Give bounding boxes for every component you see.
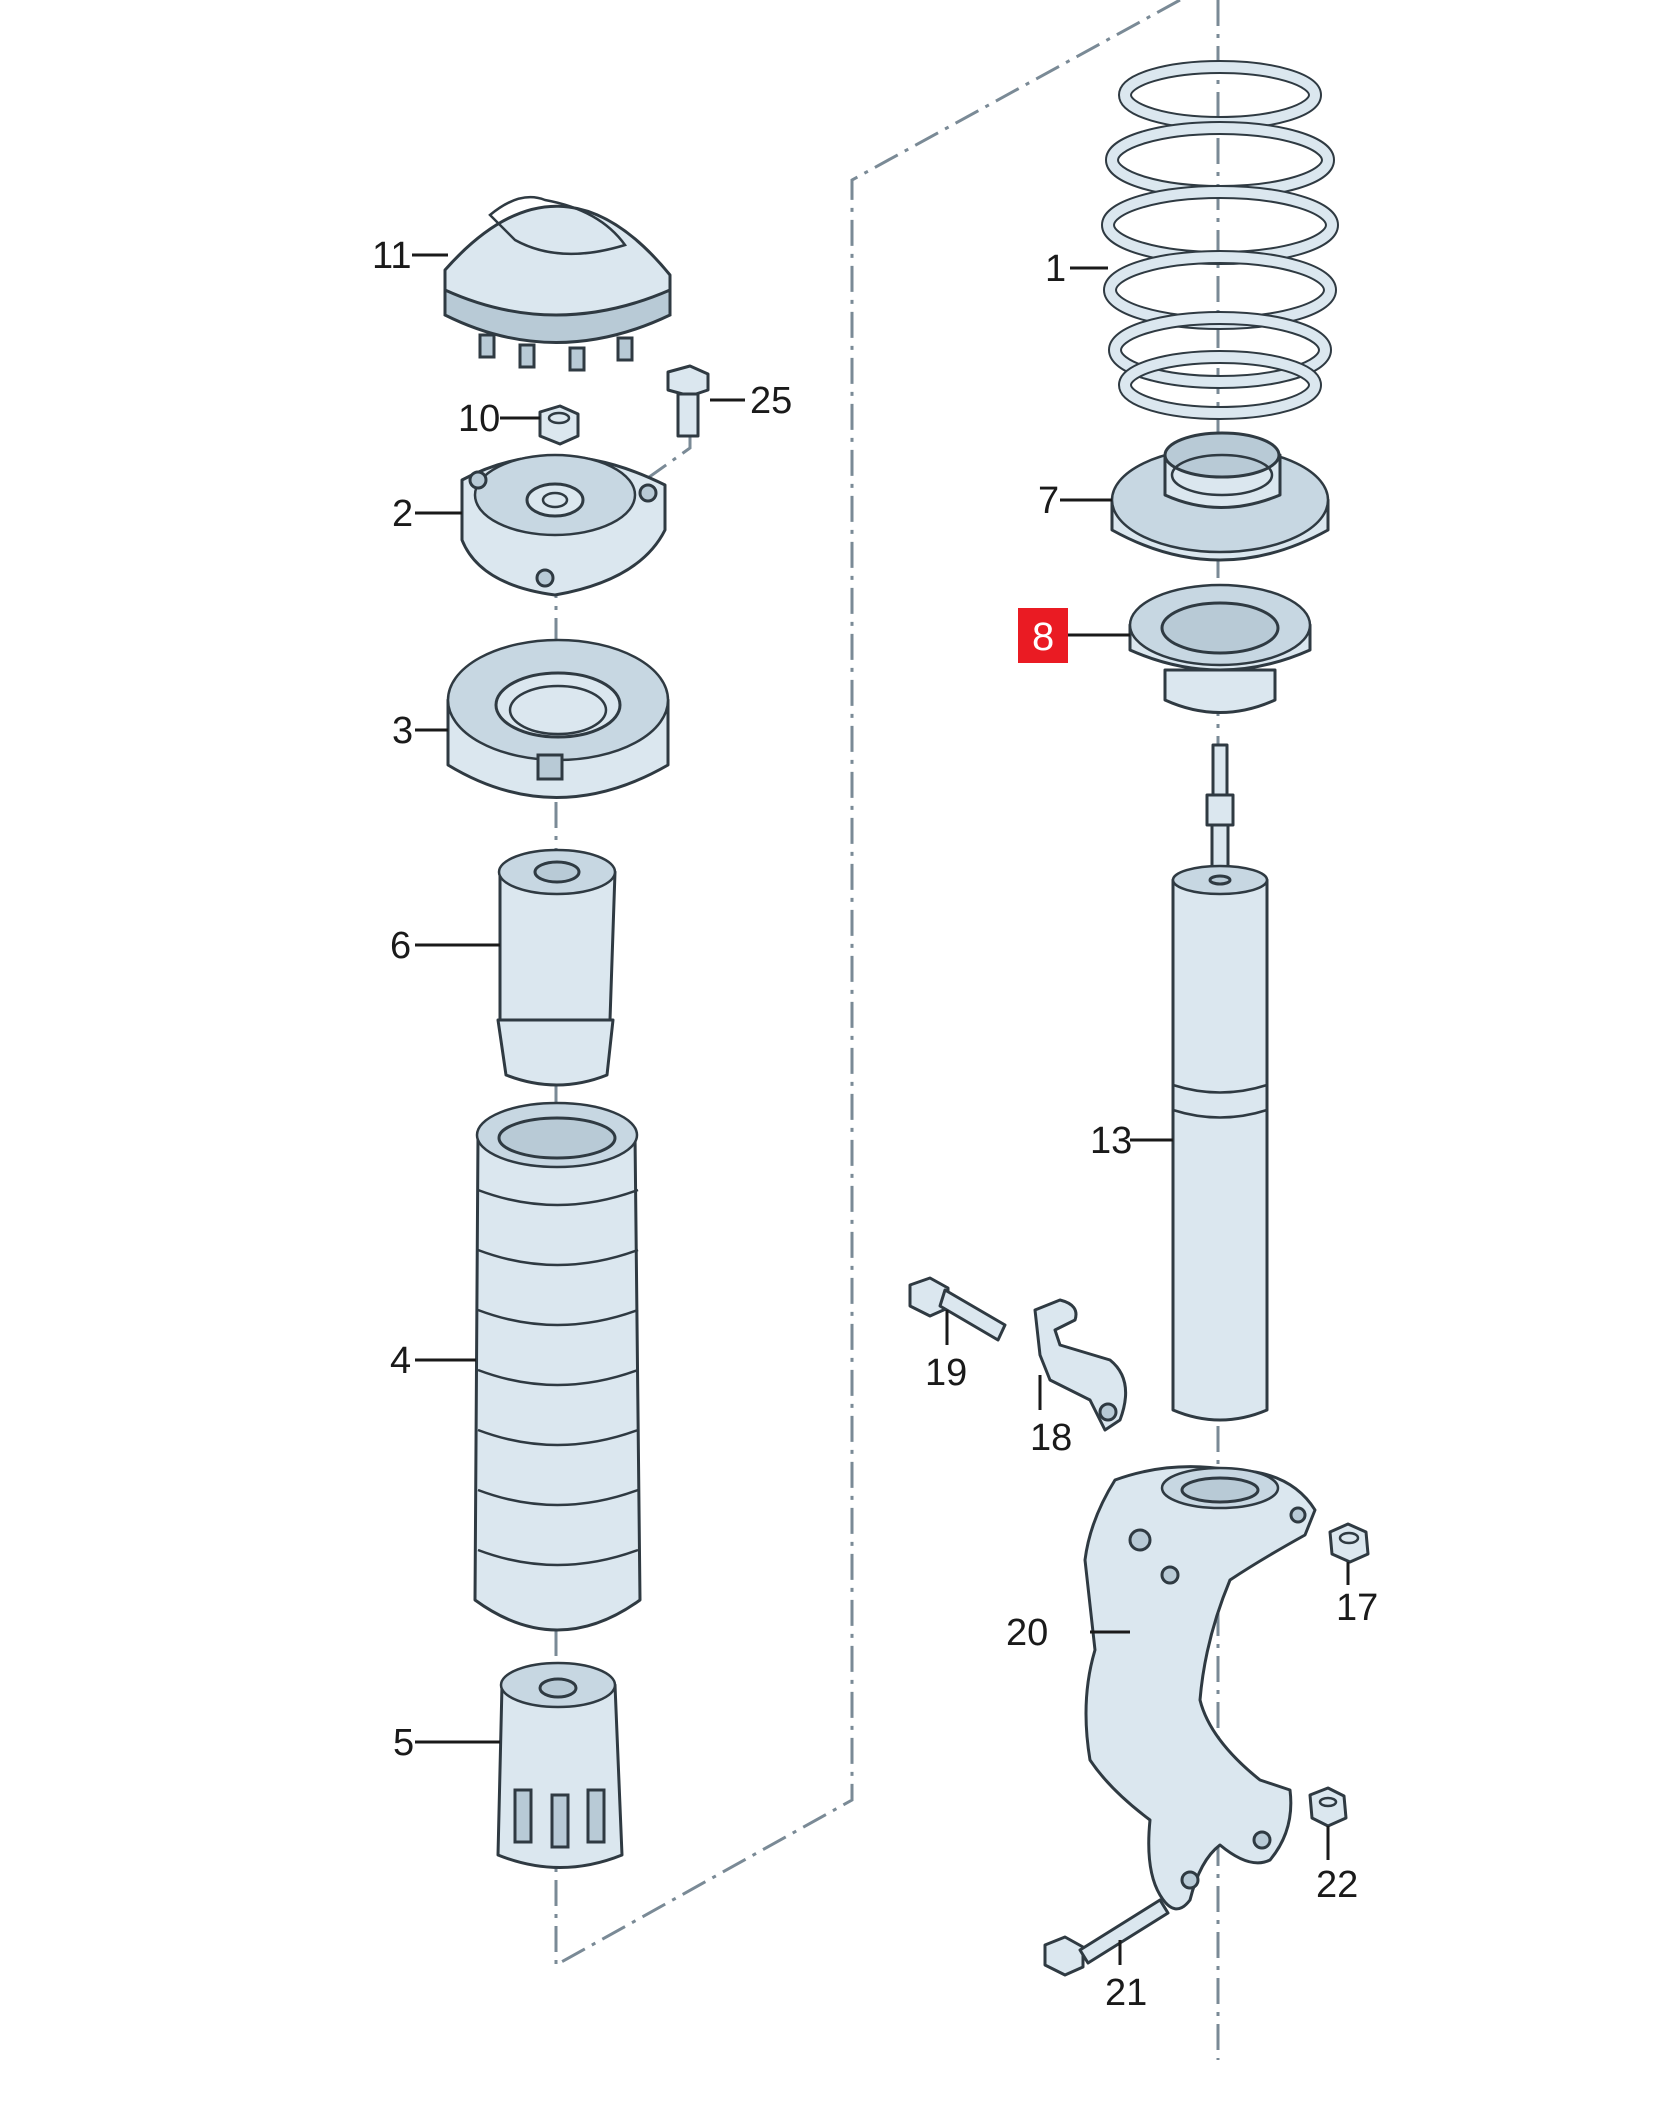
callout-25: 25 [750, 380, 792, 422]
callout-17: 17 [1336, 1587, 1378, 1629]
callout-5: 5 [393, 1722, 414, 1764]
callout-22: 22 [1316, 1864, 1358, 1906]
callout-labels: 11 10 25 2 3 6 4 5 1 7 8 13 19 18 20 17 … [372, 235, 1378, 2014]
part-13-shock-absorber [1171, 743, 1269, 1422]
callout-4: 4 [390, 1340, 411, 1382]
part-25-bolt [666, 364, 710, 438]
part-1-coil-spring [1101, 60, 1339, 420]
callout-19: 19 [925, 1352, 967, 1394]
part-8-spring-pad [1128, 583, 1312, 714]
callout-10: 10 [458, 398, 500, 440]
callout-13: 13 [1090, 1120, 1132, 1162]
leader-lines [412, 253, 1350, 1965]
callout-18: 18 [1030, 1417, 1072, 1459]
part-21-long-bolt [1043, 1898, 1170, 1977]
part-10-nut [538, 404, 580, 446]
callout-21: 21 [1105, 1972, 1147, 2014]
part-4-protective-boot [473, 1101, 642, 1632]
callout-11: 11 [372, 235, 411, 277]
part-11-dust-cap [443, 195, 672, 372]
part-20-wheel-bearing-housing [1083, 1465, 1317, 1911]
part-18-bracket [1033, 1298, 1128, 1432]
part-19-bolt [908, 1276, 1007, 1342]
part-5-sleeve [496, 1661, 624, 1869]
callout-3: 3 [392, 710, 413, 752]
callout-6: 6 [390, 925, 411, 967]
callout-7: 7 [1038, 480, 1059, 522]
callout-20: 20 [1006, 1612, 1048, 1654]
part-7-spring-seat [1110, 431, 1330, 562]
part-3-bearing [446, 638, 670, 799]
callout-2: 2 [392, 493, 413, 535]
highlight-box [1018, 608, 1068, 663]
part-22-nut [1308, 1786, 1348, 1828]
part-17-nut [1328, 1522, 1370, 1564]
part-2-strut-mount [460, 453, 667, 597]
part-6-bump-stop [496, 848, 617, 1087]
callout-8-highlighted: 8 [1032, 615, 1054, 659]
callout-1: 1 [1045, 248, 1066, 290]
